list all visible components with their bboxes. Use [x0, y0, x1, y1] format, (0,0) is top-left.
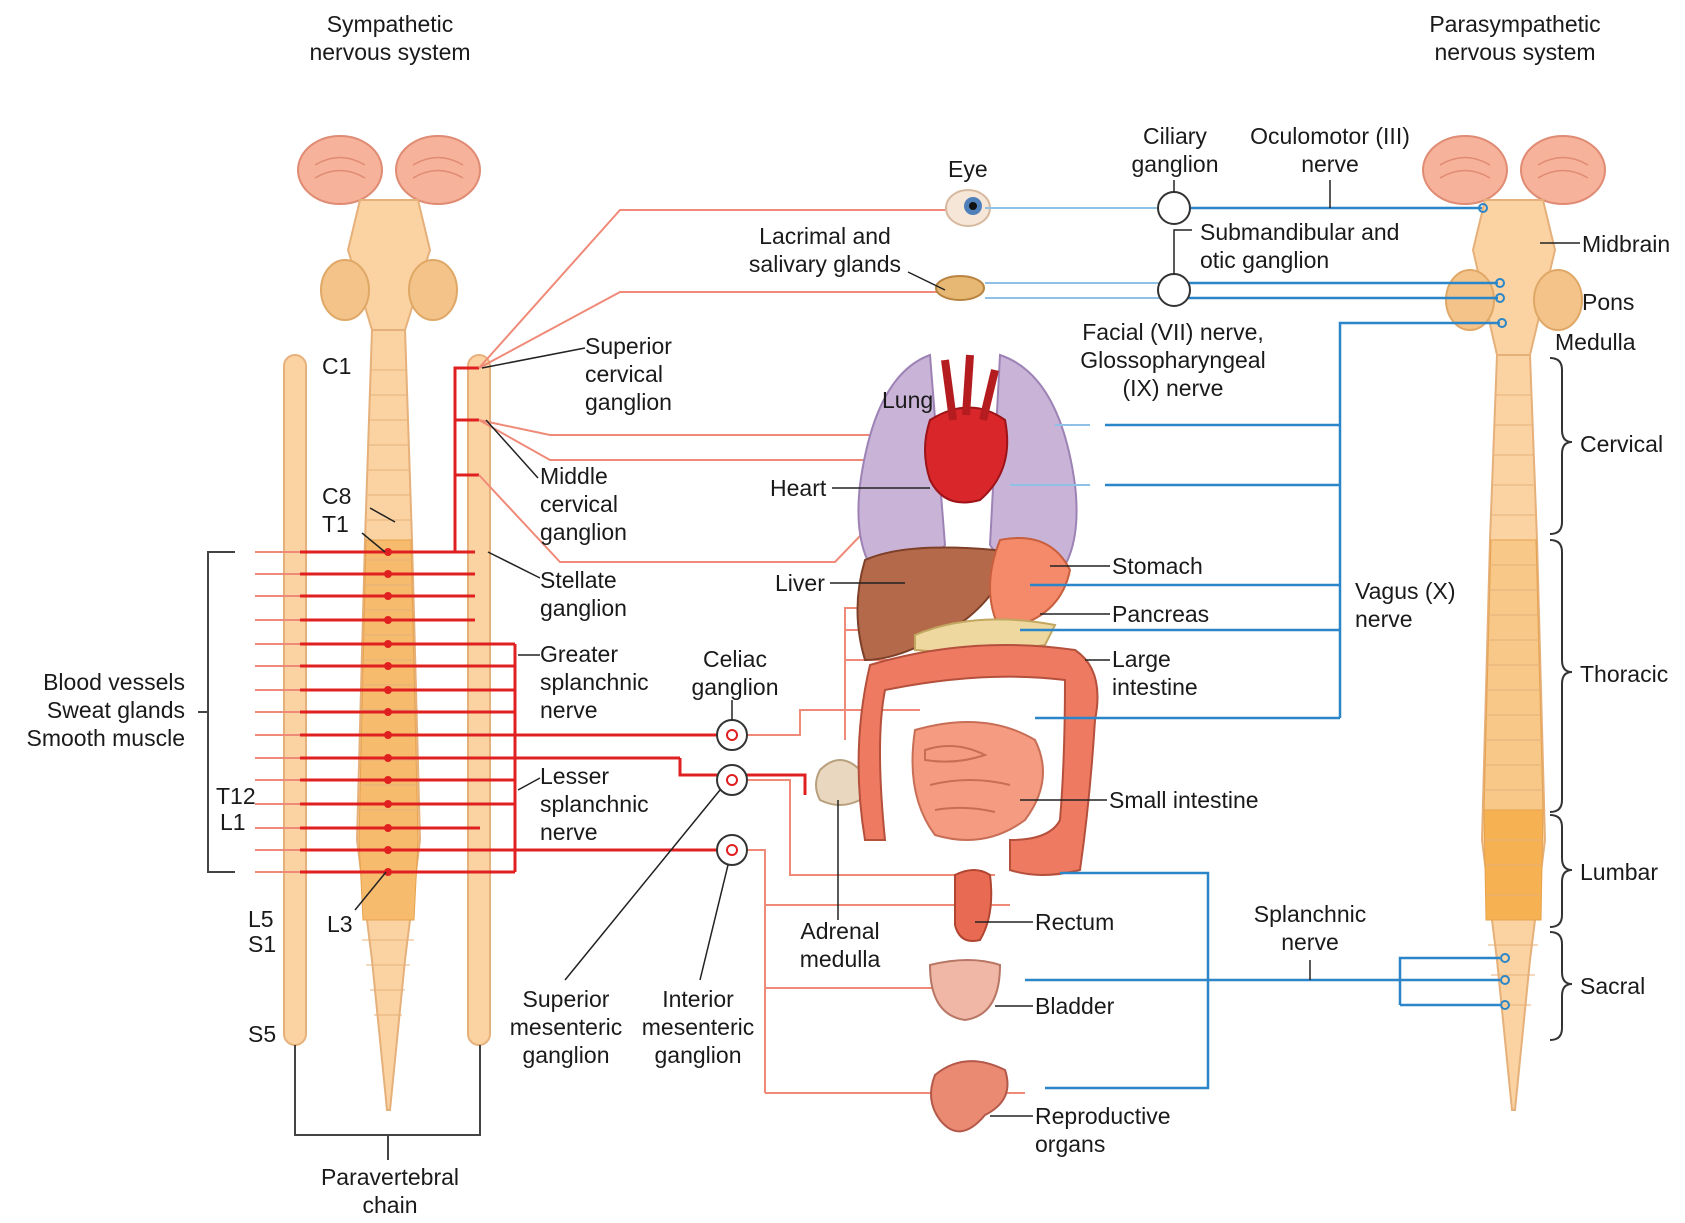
label-lesser-splanchnic-nerve: Lesser splanchnic nerve — [540, 762, 649, 846]
region-braces — [1550, 358, 1572, 1040]
label-l3: L3 — [327, 910, 353, 938]
label-splanchnic-nerve: Splanchnic nerve — [1240, 900, 1380, 956]
label-midbrain: Midbrain — [1582, 230, 1670, 258]
label-heart: Heart — [770, 474, 826, 502]
inferior-mesenteric-ganglion — [717, 835, 747, 865]
label-reproductive-organs: Reproductive organs — [1035, 1102, 1171, 1158]
rectum — [955, 870, 991, 941]
label-t12: T12 — [216, 782, 256, 810]
parasympathetic-header: Parasympathetic nervous system — [1395, 10, 1635, 66]
label-superior-cervical-ganglion: Superior cervical ganglion — [585, 332, 672, 416]
label-targets: Blood vessels Sweat glands Smooth muscle — [0, 668, 185, 752]
label-stomach: Stomach — [1112, 552, 1203, 580]
paravertebral-chain-left — [284, 355, 306, 1045]
label-paravertebral-chain: Paravertebral chain — [300, 1163, 480, 1219]
label-lumbar: Lumbar — [1580, 858, 1658, 886]
label-submandibular-otic-ganglion: Submandibular and otic ganglion — [1200, 218, 1399, 274]
label-l5: L5 — [248, 905, 274, 933]
label-medulla: Medulla — [1555, 328, 1636, 356]
sympathetic-spinal-cord — [357, 330, 420, 1110]
label-small-intestine: Small intestine — [1109, 786, 1259, 814]
eye — [946, 190, 990, 226]
lacrimal-salivary-glands — [936, 276, 984, 300]
label-facial-glossopharyngeal: Facial (VII) nerve, Glossopharyngeal (IX… — [1068, 318, 1278, 402]
cord-neuron-dots — [384, 548, 392, 876]
label-vagus-nerve: Vagus (X) nerve — [1355, 577, 1456, 633]
label-s5: S5 — [248, 1020, 276, 1048]
sympathetic-header: Sympathetic nervous system — [280, 10, 500, 66]
label-lacrimal-salivary: Lacrimal and salivary glands — [725, 222, 925, 278]
small-intestine — [913, 722, 1044, 840]
label-pancreas: Pancreas — [1112, 600, 1209, 628]
label-oculomotor-nerve: Oculomotor (III) nerve — [1240, 122, 1420, 178]
label-liver: Liver — [775, 569, 825, 597]
label-thoracic: Thoracic — [1580, 660, 1668, 688]
label-greater-splanchnic-nerve: Greater splanchnic nerve — [540, 640, 649, 724]
heart — [925, 355, 1007, 503]
label-rectum: Rectum — [1035, 908, 1114, 936]
label-bladder: Bladder — [1035, 992, 1114, 1020]
label-sacral: Sacral — [1580, 972, 1645, 1000]
label-ciliary-ganglion: Ciliary ganglion — [1120, 122, 1230, 178]
label-interior-mesenteric-ganglion: Interior mesenteric ganglion — [628, 985, 768, 1069]
label-celiac-ganglion: Celiac ganglion — [680, 645, 790, 701]
label-superior-mesenteric-ganglion: Superior mesenteric ganglion — [496, 985, 636, 1069]
parasympathetic-spinal-cord — [1482, 355, 1545, 1110]
label-t1: T1 — [322, 510, 349, 538]
label-lung: Lung — [882, 386, 933, 414]
sympathetic-brain — [298, 136, 480, 330]
label-stellate-ganglion: Stellate ganglion — [540, 566, 627, 622]
label-s1: S1 — [248, 930, 276, 958]
label-middle-cervical-ganglion: Middle cervical ganglion — [540, 462, 627, 546]
reproductive-organs — [931, 1061, 1008, 1131]
label-c1: C1 — [322, 352, 351, 380]
label-adrenal-medulla: Adrenal medulla — [780, 917, 900, 973]
paravertebral-chain-right — [468, 355, 490, 1045]
label-large-intestine: Large intestine — [1112, 645, 1198, 701]
label-l1: L1 — [220, 808, 246, 836]
celiac-ganglion — [717, 720, 747, 750]
superior-mesenteric-ganglion — [717, 765, 747, 795]
label-c8: C8 — [322, 482, 351, 510]
bladder — [930, 960, 1000, 1020]
label-cervical: Cervical — [1580, 430, 1663, 458]
label-pons: Pons — [1582, 288, 1634, 316]
label-eye: Eye — [948, 155, 988, 183]
